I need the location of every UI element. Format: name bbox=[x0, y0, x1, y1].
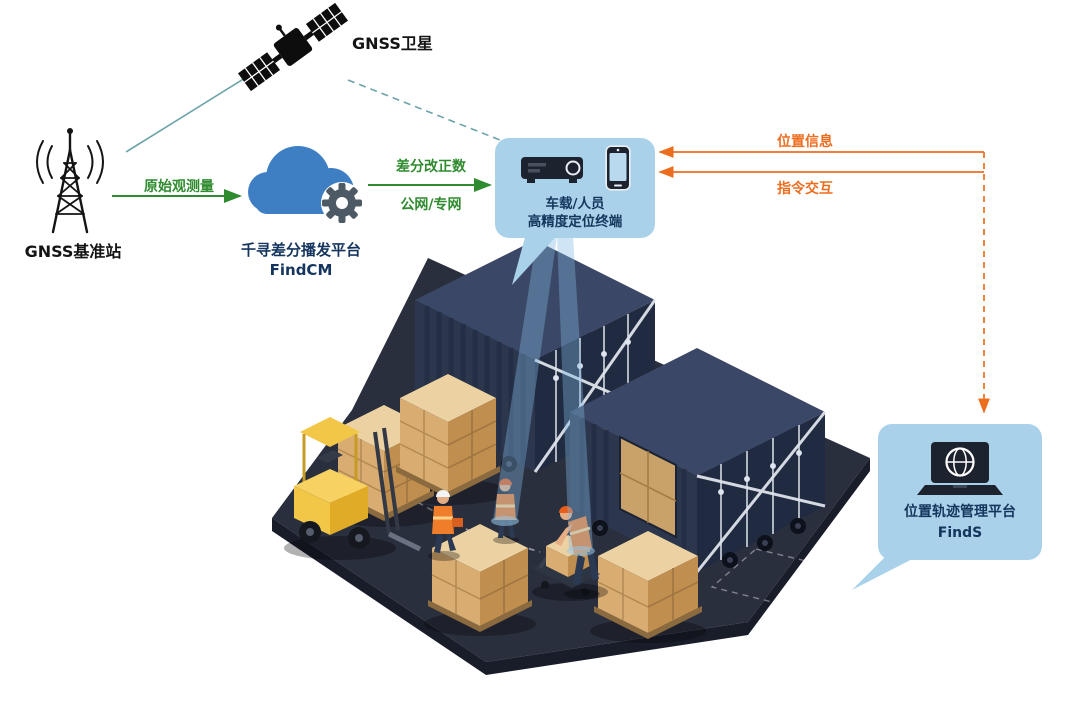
positioning-beams bbox=[491, 236, 595, 556]
edge-station-to-satellite bbox=[125, 69, 259, 153]
cloud-platform-product: FindCM bbox=[269, 261, 333, 279]
laptop-globe-icon bbox=[917, 442, 1003, 495]
receiver-device-icon bbox=[521, 156, 583, 183]
signal-waves-icon bbox=[36, 140, 104, 184]
terminal-icons bbox=[519, 145, 631, 191]
edge-satellite-to-terminal bbox=[347, 79, 501, 141]
cloud-platform-name: 千寻差分播发平台 bbox=[240, 241, 361, 259]
floor-edge bbox=[272, 458, 870, 675]
satellite-icon bbox=[237, 2, 349, 92]
warehouse-illustration bbox=[272, 236, 870, 675]
worker-figure bbox=[428, 490, 463, 561]
location-info-label: 位置信息 bbox=[777, 134, 833, 150]
platform-icons bbox=[915, 440, 1005, 498]
terminal-label-line1: 车载/人员 bbox=[545, 195, 605, 212]
base-station-label: GNSS基准站 bbox=[24, 242, 122, 261]
command-interaction-label: 指令交互 bbox=[777, 181, 833, 197]
terminal-node: 车载/人员 高精度定位终端 bbox=[495, 138, 655, 238]
connector-lines bbox=[112, 69, 990, 414]
satellite-label: GNSS卫星 bbox=[352, 34, 433, 53]
radio-tower-icon bbox=[36, 128, 104, 234]
correction-label-top: 差分改正数 bbox=[396, 159, 466, 175]
terminal-bubble-tail bbox=[512, 230, 562, 285]
platform-label-product: FindS bbox=[937, 525, 983, 541]
correction-label-bottom: 公网/专网 bbox=[400, 197, 462, 213]
cloud-icon bbox=[248, 146, 363, 224]
pallet-stack-d bbox=[594, 531, 702, 639]
shipping-container-1 bbox=[415, 240, 657, 473]
terminal-label-line2: 高精度定位终端 bbox=[527, 214, 623, 230]
gear-icon bbox=[322, 183, 362, 223]
finds-bubble-tail bbox=[852, 552, 926, 590]
smartphone-icon bbox=[605, 145, 631, 191]
floor-zone-dashes bbox=[710, 548, 850, 610]
container-open-door bbox=[619, 435, 677, 539]
platform-label-name: 位置轨迹管理平台 bbox=[904, 504, 1016, 520]
pallet-stack-b bbox=[396, 374, 500, 498]
trajectory-platform-node: 位置轨迹管理平台 FindS bbox=[878, 424, 1042, 560]
raw-observation-label: 原始观测量 bbox=[144, 179, 214, 195]
worker-figure bbox=[555, 506, 600, 599]
globe-icon bbox=[945, 447, 975, 477]
pallet-stack-c bbox=[428, 524, 532, 632]
forklift-icon bbox=[284, 417, 422, 560]
